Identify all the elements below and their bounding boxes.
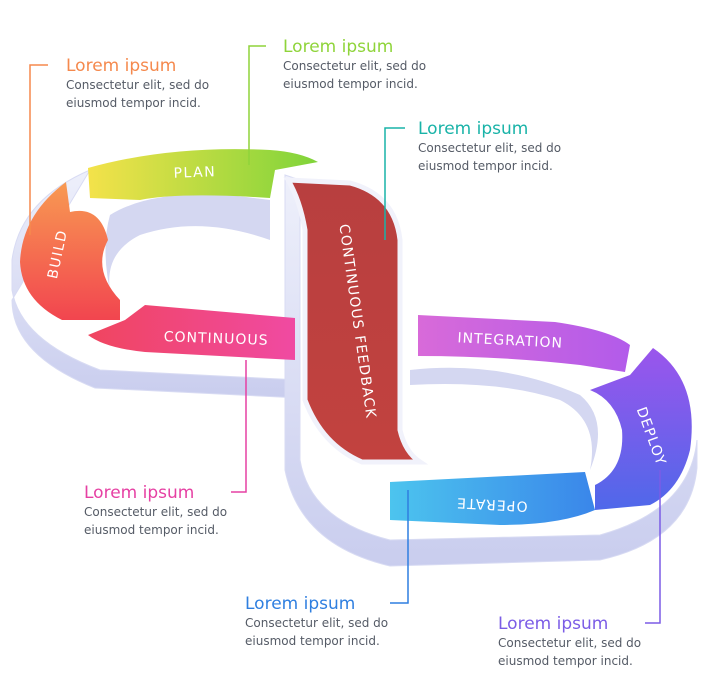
segment-build: BUILD (20, 182, 120, 320)
connector-continuous (231, 360, 247, 493)
callout-title: Lorem ipsum (66, 56, 177, 76)
callout-line: Consectetur elit, sed do (498, 636, 642, 650)
segment-label-continuous: CONTINUOUS (163, 329, 268, 349)
callout-line: Consectetur elit, sed do (66, 78, 210, 92)
callout-deploy: Lorem ipsum Consectetur elit, sed do eiu… (498, 614, 641, 670)
callout-title: Lorem ipsum (498, 614, 609, 634)
callout-line: Consectetur elit, sed do (283, 59, 427, 73)
callout-line: eiusmod tempor incid. (245, 634, 380, 648)
segment-continuous: CONTINUOUS (88, 305, 295, 360)
connector-deploy (645, 470, 661, 624)
callout-line: eiusmod tempor incid. (418, 159, 553, 173)
connector-feedback (384, 127, 405, 240)
loop-base (11, 168, 698, 567)
callout-line: Consectetur elit, sed do (418, 141, 562, 155)
segment-continuous-feedback: CONTINUOUS FEEDBACK (283, 177, 429, 465)
callout-title: Lorem ipsum (84, 483, 195, 503)
callout-line: eiusmod tempor incid. (283, 77, 418, 91)
callout-title: Lorem ipsum (418, 119, 529, 139)
segment-integration: INTEGRATION (418, 315, 630, 372)
connector-plan (248, 45, 266, 165)
callout-plan: Lorem ipsum Consectetur elit, sed do eiu… (283, 37, 426, 93)
connector-build (29, 64, 48, 235)
segment-operate: OPERATE (390, 472, 595, 525)
callout-line: eiusmod tempor incid. (84, 523, 219, 537)
segment-deploy: DEPLOY (590, 348, 692, 510)
segment-plan: PLAN (88, 149, 318, 200)
callout-title: Lorem ipsum (283, 37, 394, 57)
callout-continuous: Lorem ipsum Consectetur elit, sed do eiu… (84, 483, 227, 539)
connector-lines (29, 45, 661, 624)
callout-line: eiusmod tempor incid. (66, 96, 201, 110)
callout-operate: Lorem ipsum Consectetur elit, sed do eiu… (245, 594, 388, 650)
connector-operate (390, 490, 409, 604)
callout-line: Consectetur elit, sed do (245, 616, 389, 630)
segment-label-integration: INTEGRATION (457, 330, 563, 352)
callout-title: Lorem ipsum (245, 594, 356, 614)
callout-line: Consectetur elit, sed do (84, 505, 228, 519)
segment-label-operate: OPERATE (456, 494, 529, 514)
callout-feedback: Lorem ipsum Consectetur elit, sed do eiu… (418, 119, 561, 175)
callout-line: eiusmod tempor incid. (498, 654, 633, 668)
callout-build: Lorem ipsum Consectetur elit, sed do eiu… (66, 56, 209, 112)
segment-label-plan: PLAN (173, 164, 216, 181)
